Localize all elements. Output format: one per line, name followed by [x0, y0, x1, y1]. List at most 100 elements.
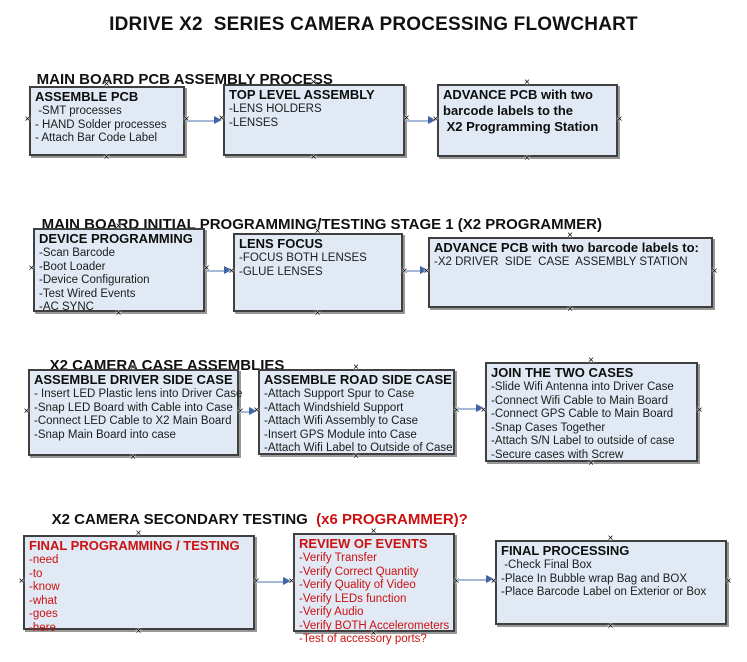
box-title: ASSEMBLE PCB	[35, 89, 179, 105]
box-items: -need-to-know-what-goes-here	[29, 554, 249, 635]
text-line: -Place Barcode Label on Exterior or Box	[501, 586, 707, 598]
connector-handle-icon	[711, 267, 718, 276]
text-line: ASSEMBLE PCB	[35, 89, 139, 104]
flow-arrow[interactable]	[407, 116, 436, 125]
text-line: -Snap Cases Together	[491, 421, 606, 434]
flow-box-top-level-assembly[interactable]: TOP LEVEL ASSEMBLY -LENS HOLDERS-LENSES	[223, 84, 405, 156]
text-line: -Place In Bubble wrap Bag and BOX	[501, 572, 688, 585]
text-line: ASSEMBLE ROAD SIDE CASE	[264, 372, 452, 387]
connector-handle-icon	[607, 534, 614, 543]
text-line: -Device Configuration	[39, 274, 150, 286]
text-line: -Connect LED Cable to X2 Main Board	[34, 415, 232, 427]
arrow-head-icon	[486, 575, 494, 583]
box-items: -Scan Barcode-Boot Loader-Device Configu…	[39, 247, 199, 315]
flow-box-review-of-events[interactable]: REVIEW OF EVENTS -Verify Transfer-Verify…	[293, 533, 455, 645]
text-line: - HAND Solder processes	[35, 118, 167, 131]
text-line: -Boot Loader	[39, 260, 106, 273]
text-line: -here	[29, 621, 56, 634]
flow-arrow[interactable]	[241, 407, 257, 416]
section-heading-red-text: (x6 PROGRAMMER)?	[311, 511, 468, 528]
box-items: -LENS HOLDERS-LENSES	[229, 103, 399, 130]
arrow-head-icon	[428, 116, 436, 124]
box-title: ADVANCE PCB with two barcode labels to:	[434, 240, 707, 256]
flow-arrow[interactable]	[257, 577, 291, 586]
arrow-line	[457, 578, 489, 581]
section-heading-pcb-assembly: MAIN BOARD PCB ASSEMBLY PROCESS	[20, 54, 333, 105]
connector-handle-icon	[588, 356, 595, 365]
text-line: FINAL PROCESSING	[501, 543, 630, 558]
arrow-line	[241, 410, 252, 413]
arrow-head-icon	[476, 404, 484, 412]
flow-box-join-the-two-cases[interactable]: JOIN THE TWO CASES -Slide Wifi Antenna i…	[485, 362, 698, 462]
arrow-head-icon	[224, 266, 232, 274]
flow-box-assemble-driver-side-case[interactable]: ASSEMBLE DRIVER SIDE CASE - Insert LED P…	[28, 369, 243, 456]
text-line: -Verify LEDs function	[299, 592, 407, 605]
text-line: -Test of accessory ports?	[299, 633, 427, 645]
text-line: -Attach Windshield Support	[264, 401, 404, 414]
box-title: TOP LEVEL ASSEMBLY	[229, 87, 399, 103]
text-line: -LENSES	[229, 116, 279, 129]
arrow-head-icon	[420, 266, 428, 274]
text-line: -Connect GPS Cable to Main Board	[491, 408, 674, 420]
flow-arrow[interactable]	[207, 266, 232, 275]
box-title: DEVICE PROGRAMMING	[39, 231, 199, 247]
flow-box-advance-pcb-to-driver-side-case[interactable]: ADVANCE PCB with two barcode labels to: …	[428, 237, 713, 308]
connector-handle-icon	[28, 264, 35, 273]
box-items: - Insert LED Plastic lens into Driver Ca…	[34, 388, 243, 442]
connector-handle-icon	[310, 153, 317, 162]
text-line: ADVANCE PCB with two	[443, 87, 593, 102]
connector-handle-icon	[696, 406, 703, 415]
connector-handle-icon	[103, 153, 110, 162]
box-items: -X2 DRIVER SIDE CASE ASSEMBLY STATION	[434, 256, 707, 270]
connector-handle-icon	[524, 154, 531, 163]
flow-arrow[interactable]	[457, 575, 494, 584]
flow-arrow[interactable]	[187, 116, 222, 125]
text-line: -FOCUS BOTH LENSES	[239, 252, 367, 264]
text-line: FINAL PROGRAMMING / TESTING	[29, 538, 240, 553]
text-line: -Snap LED Board with Cable into Case	[34, 401, 233, 414]
box-items: -Check Final Box-Place In Bubble wrap Ba…	[501, 559, 721, 600]
text-line: -goes	[29, 608, 58, 620]
connector-handle-icon	[607, 622, 614, 631]
arrow-line	[405, 269, 423, 272]
text-line: REVIEW OF EVENTS	[299, 536, 428, 551]
box-items: -Attach Support Spur to Case-Attach Wind…	[264, 388, 453, 456]
text-line: - Insert LED Plastic lens into Driver Ca…	[34, 388, 243, 400]
text-line: -GLUE LENSES	[239, 265, 323, 278]
text-line: -Verify Quality of Video	[299, 579, 416, 591]
flow-box-final-processing[interactable]: FINAL PROCESSING -Check Final Box-Place …	[495, 540, 727, 625]
text-line: -LENS HOLDERS	[229, 103, 322, 115]
flow-arrow[interactable]	[457, 404, 484, 413]
box-title: FINAL PROCESSING	[501, 543, 721, 559]
text-line: -Verify Correct Quantity	[299, 565, 419, 578]
text-line: LENS FOCUS	[239, 236, 323, 251]
arrow-line	[407, 119, 431, 122]
text-line: -Attach S/N Label to outside of case	[491, 435, 675, 447]
page-title: IDRIVE X2 SERIES CAMERA PROCESSING FLOWC…	[109, 14, 638, 35]
connector-handle-icon	[23, 407, 30, 416]
connector-handle-icon	[353, 363, 360, 372]
flow-box-lens-focus[interactable]: LENS FOCUS -FOCUS BOTH LENSES-GLUE LENSE…	[233, 233, 403, 312]
connector-handle-icon	[524, 78, 531, 87]
flow-box-assemble-pcb[interactable]: ASSEMBLE PCB -SMT processes- HAND Solder…	[29, 86, 185, 156]
text-line: -Connect Wifi Cable to Main Board	[491, 394, 669, 407]
flow-box-device-programming[interactable]: DEVICE PROGRAMMING -Scan Barcode-Boot Lo…	[33, 228, 205, 315]
text-line: -Attach Wifi Label to Outside of Case	[264, 442, 453, 454]
text-line: ASSEMBLE DRIVER SIDE CASE	[34, 372, 233, 387]
text-line: -what	[29, 594, 58, 607]
text-line: -X2 DRIVER SIDE CASE ASSEMBLY STATION	[434, 256, 688, 268]
text-line: -Verify Audio	[299, 606, 364, 618]
flow-arrow[interactable]	[405, 266, 428, 275]
flow-box-final-programming-testing[interactable]: FINAL PROGRAMMING / TESTING -need-to-kno…	[23, 535, 255, 634]
text-line: -Scan Barcode	[39, 247, 116, 259]
arrow-head-icon	[283, 577, 291, 585]
arrow-line	[187, 119, 217, 122]
text-line: -Attach Support Spur to Case	[264, 388, 415, 400]
connector-handle-icon	[314, 309, 321, 318]
box-title: FINAL PROGRAMMING / TESTING	[29, 538, 249, 554]
text-line: -Verify BOTH Accelerometers	[299, 619, 450, 632]
flow-box-assemble-road-side-case[interactable]: ASSEMBLE ROAD SIDE CASE -Attach Support …	[258, 369, 455, 455]
